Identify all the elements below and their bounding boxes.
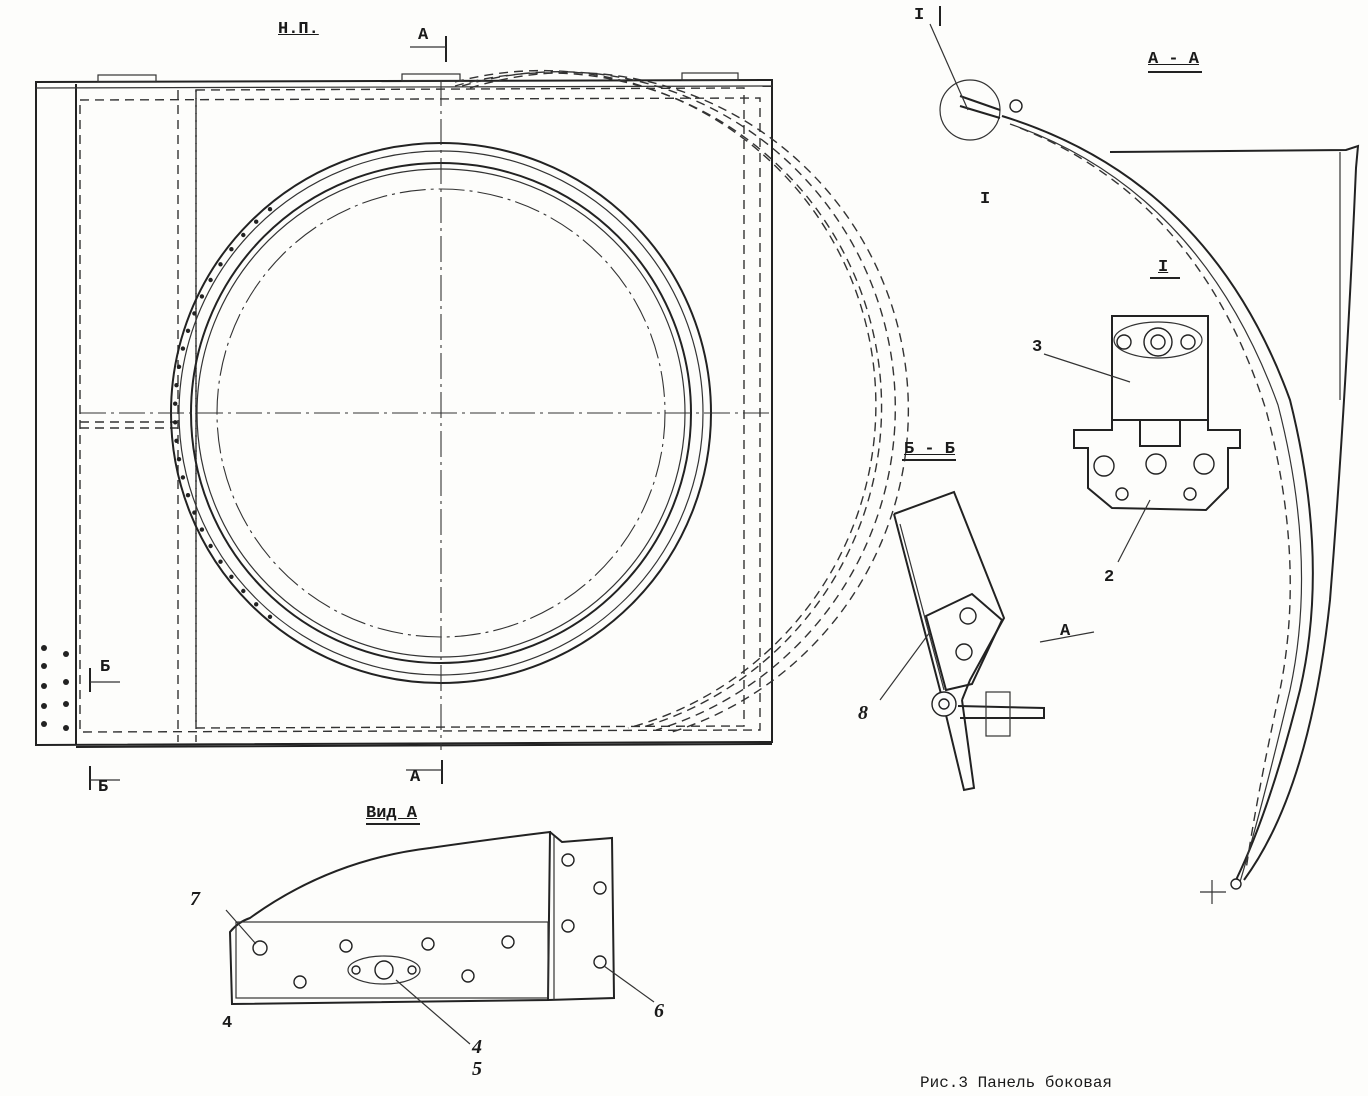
rivet-dot [185, 328, 191, 333]
label-np: Н.П. [278, 20, 319, 39]
rivet-dot [199, 294, 205, 299]
section-b-b [879, 459, 1095, 792]
detail-i-hinge [1043, 277, 1241, 563]
view-a-bracket [225, 823, 655, 1045]
rivet-dot [176, 457, 182, 462]
rivet-dot [218, 559, 223, 564]
detail-mark-i-bottom: I [980, 190, 991, 209]
rivet-dot [174, 383, 179, 388]
callout-2: 2 [1104, 568, 1115, 587]
section-mark-a-top: А [418, 26, 429, 45]
section-a-a [929, 6, 1360, 904]
rivet-dot [241, 588, 246, 594]
rivet-row [173, 207, 273, 619]
label-section-a-a: А - А [1148, 50, 1200, 69]
rivet-dot [192, 311, 197, 316]
rivet-dot [254, 602, 259, 607]
callout-3: 3 [1032, 338, 1043, 357]
rivet-dot [229, 247, 234, 252]
section-mark-b-bottom: Б [98, 778, 109, 797]
bolt-holes-left [41, 645, 69, 731]
callout-8: 8 [858, 702, 868, 724]
rivet-dot [174, 438, 179, 443]
rivet-dot [229, 574, 234, 579]
label-section-b-b: Б - Б [904, 440, 956, 459]
rivet-dot [267, 207, 273, 212]
rivet-dot [254, 219, 259, 224]
rivet-dot [218, 262, 223, 267]
main-panel-view [35, 36, 910, 790]
rivet-dot [241, 232, 246, 238]
label-view-a: Вид А [366, 804, 418, 823]
rivet-dot [176, 364, 182, 369]
rivet-dot [173, 420, 178, 425]
rivet-dot [199, 527, 205, 532]
callout-4-center: 4 [472, 1036, 482, 1058]
section-mark-b-right: Б [100, 658, 111, 677]
rivet-dot [180, 475, 186, 480]
rivet-dot [267, 614, 273, 619]
callout-4-left: 4 [222, 1014, 233, 1033]
callout-5: 5 [472, 1058, 482, 1080]
section-mark-a-bottom: А [410, 768, 421, 787]
rivet-dot [173, 401, 178, 406]
callout-6: 6 [654, 1000, 664, 1022]
detail-mark-i-top: I [914, 6, 925, 25]
label-detail-i: I [1158, 258, 1169, 277]
view-arrow-a: А [1060, 622, 1071, 641]
callout-7: 7 [190, 888, 200, 910]
figure-caption: Рис.3 Панель боковая [920, 1074, 1113, 1092]
rivet-dot [185, 493, 191, 498]
rivet-dot [208, 277, 213, 283]
rivet-dot [208, 543, 213, 549]
rivet-dot [180, 346, 186, 351]
rivet-dot [192, 510, 197, 515]
